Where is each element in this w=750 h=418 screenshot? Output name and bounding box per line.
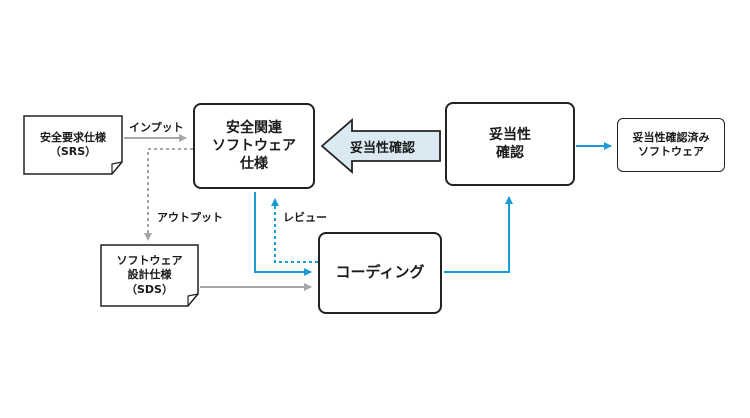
coding-to-validation-arrow	[444, 196, 513, 273]
coding-box: コーディング	[318, 232, 442, 314]
srs-doc-shape	[23, 115, 123, 175]
srs-line-1: 安全要求仕様	[40, 130, 106, 144]
output-label: アウトプット	[157, 211, 223, 224]
validation-box: 妥当性 確認	[445, 102, 575, 186]
sds-document: ソフトウェア 設計仕様 （SDS）	[101, 245, 198, 306]
output-arrow	[144, 148, 193, 241]
validated-line-1: 妥当性確認済み	[632, 130, 710, 144]
review-arrow	[271, 198, 318, 263]
review-label: レビュー	[283, 211, 327, 224]
validated-software-box: 妥当性確認済み ソフトウェア	[617, 118, 725, 172]
validated-line-2: ソフトウェア	[638, 145, 704, 158]
validation-line-2: 確認	[496, 145, 524, 161]
spec-to-coding-arrow	[254, 192, 312, 276]
safety-spec-line-1: 安全関連	[226, 119, 282, 136]
validation-feedback-big-arrow	[320, 118, 441, 174]
input-label: インプット	[129, 121, 184, 134]
safety-spec-box: 安全関連 ソフトウェア 仕様	[193, 103, 315, 189]
sds-line-2: 設計仕様	[127, 268, 172, 282]
validation-feedback-label: 妥当性確認	[350, 141, 416, 156]
safety-spec-line-2: ソフトウェア	[212, 137, 296, 154]
sds-line-3: （SDS）	[126, 282, 173, 296]
validation-line-1: 妥当性	[489, 126, 531, 143]
coding-label: コーディング	[335, 263, 425, 282]
srs-line-2: （SRS）	[49, 145, 97, 158]
safety-spec-line-3: 仕様	[240, 156, 268, 173]
sds-doc-shape	[100, 244, 199, 307]
sds-line-1: ソフトウェア	[116, 254, 183, 268]
srs-document: 安全要求仕様 （SRS）	[24, 116, 122, 174]
